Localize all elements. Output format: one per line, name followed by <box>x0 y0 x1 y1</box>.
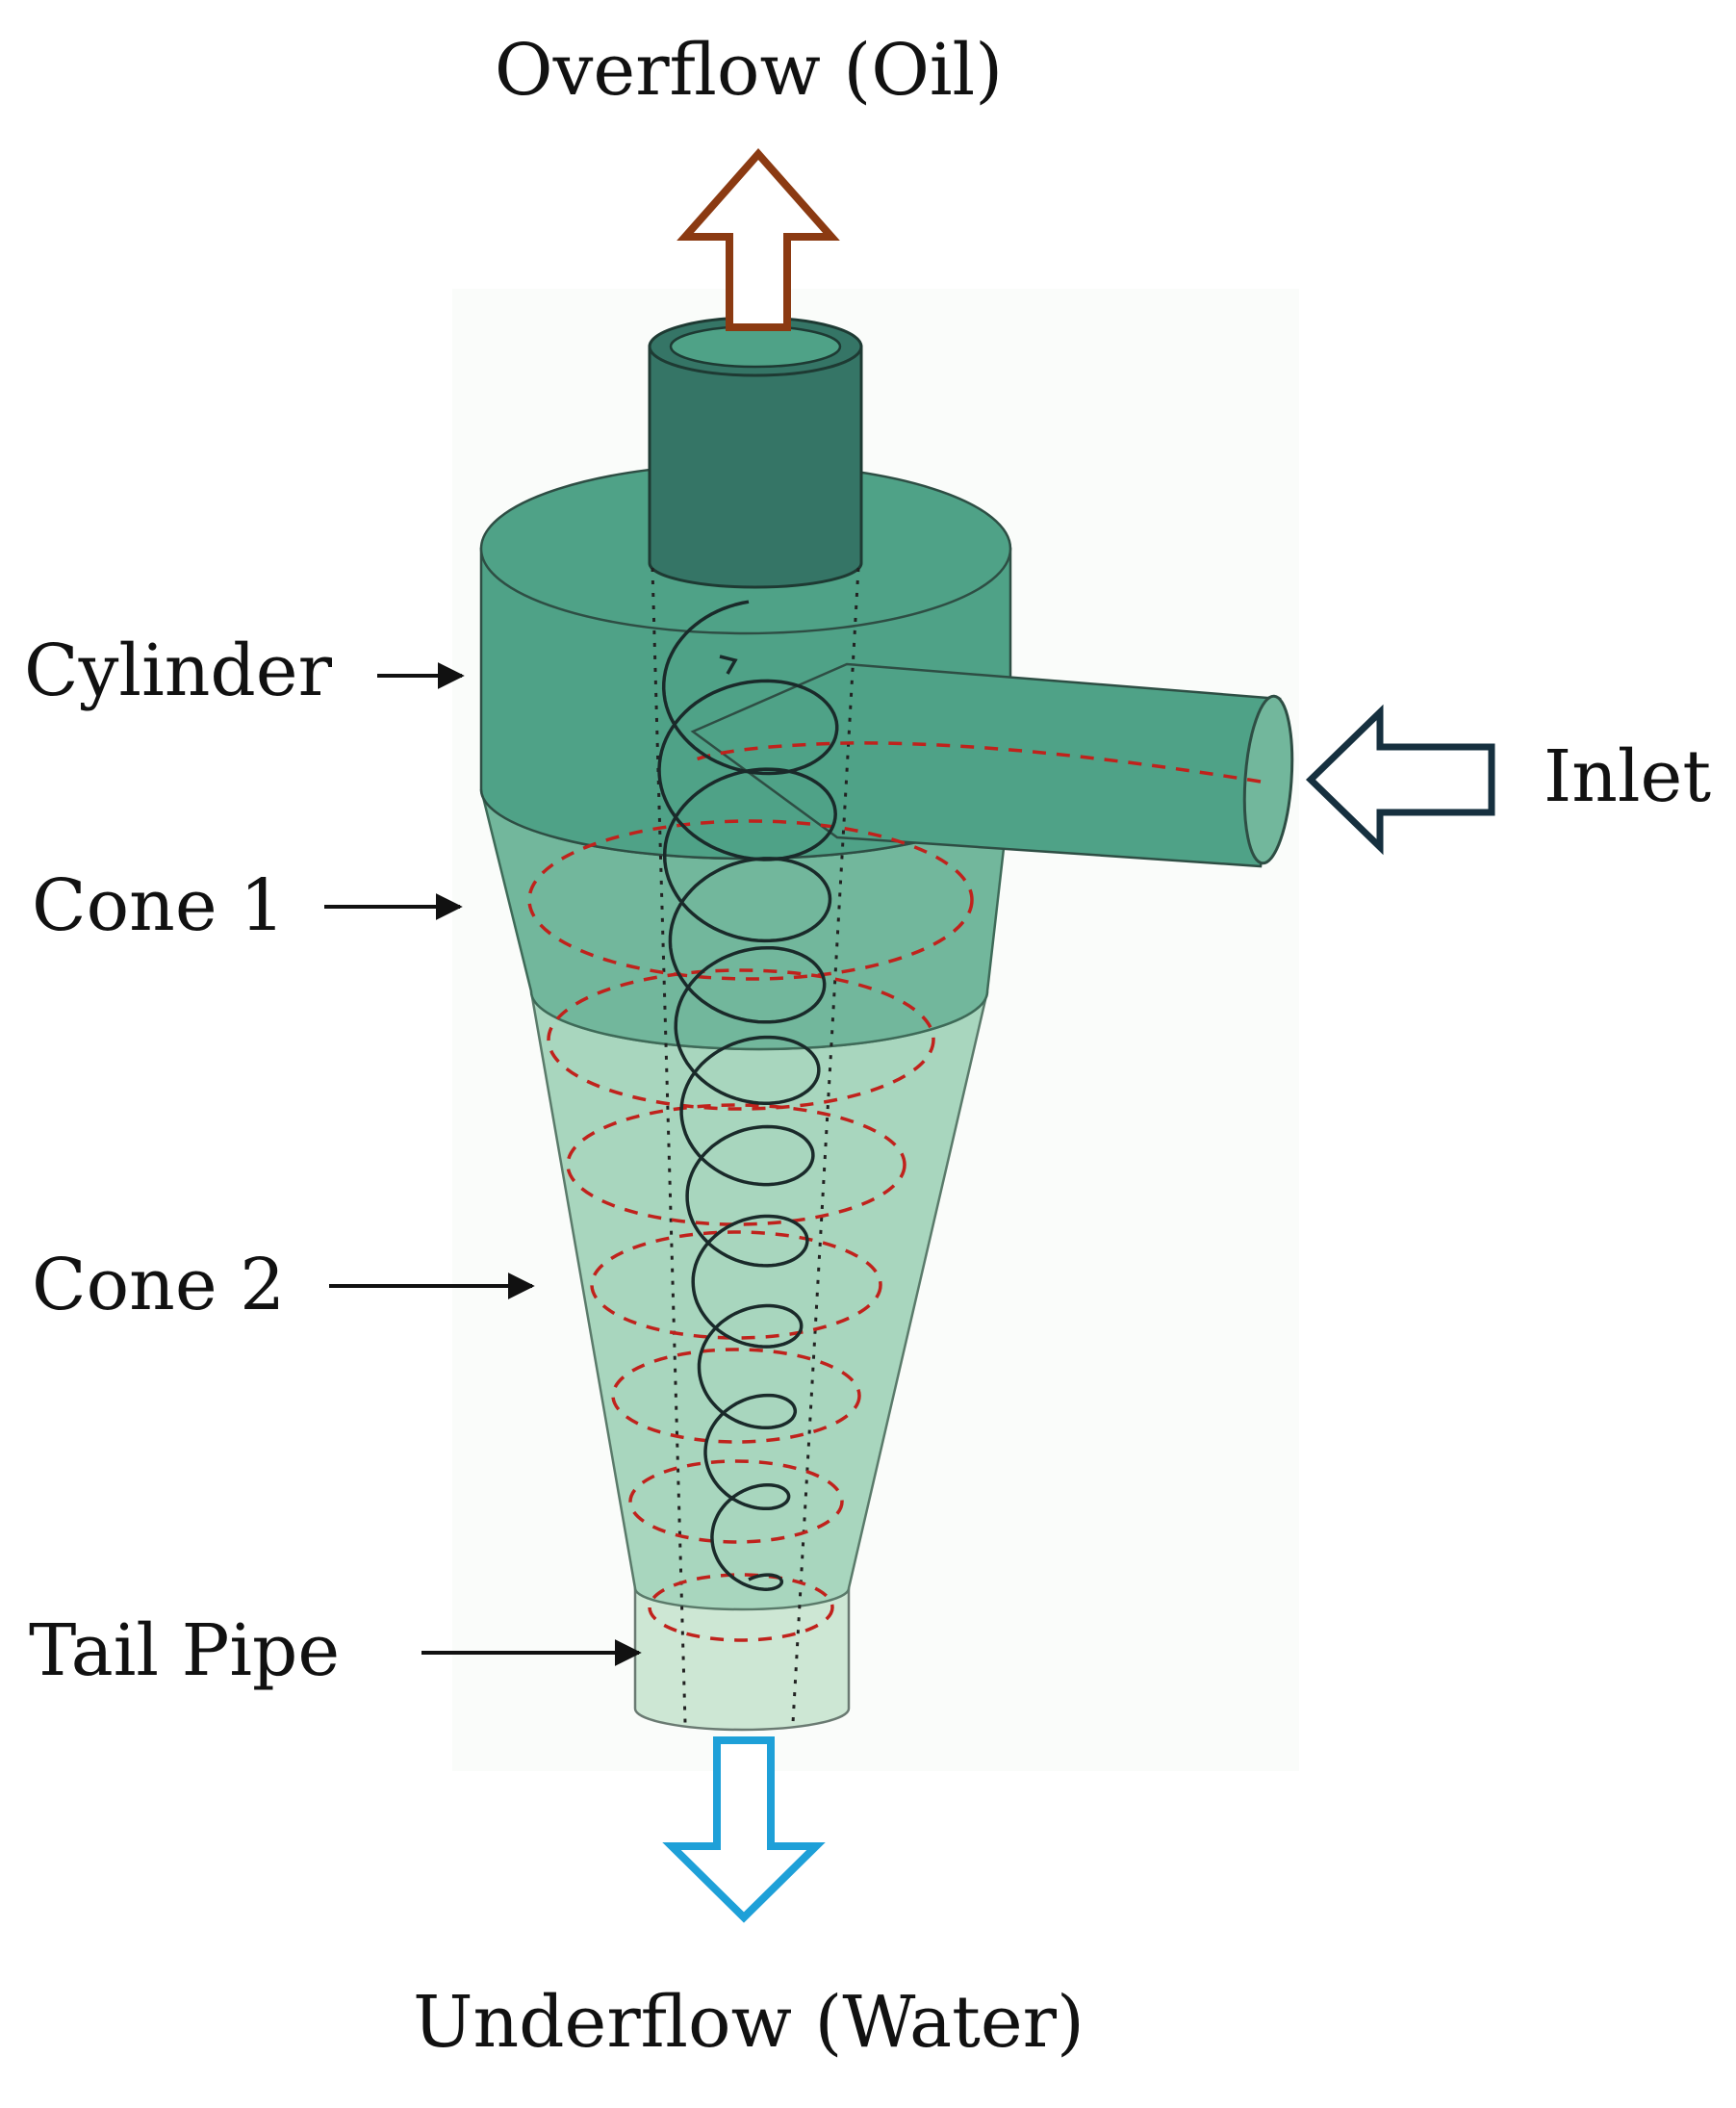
cone-1-label: Cone 1 <box>32 864 285 947</box>
cone-2-label: Cone 2 <box>32 1244 285 1326</box>
vortex-finder-lines <box>651 567 860 1724</box>
outer-flow-ring <box>566 1103 906 1226</box>
arrow-down-outline-icon <box>662 1736 826 1923</box>
arrow-up-outline-icon <box>677 147 840 331</box>
overflow-label: Overflow (Oil) <box>495 29 1003 112</box>
outer-flow-ring <box>611 1348 861 1444</box>
outer-flow-ring <box>527 819 974 981</box>
outer-flow-ring <box>547 968 935 1111</box>
inlet-pipe <box>690 662 1294 868</box>
inlet-label: Inlet <box>1544 735 1711 818</box>
outer-flow-ring <box>628 1459 844 1544</box>
outer-flow-ring <box>648 1573 834 1642</box>
underflow-label: Underflow (Water) <box>413 1981 1085 2064</box>
outer-flow-ring <box>590 1230 882 1340</box>
overflow-pipe <box>648 316 863 589</box>
inlet-flow-line <box>692 741 1262 784</box>
tail-pipe-label: Tail Pipe <box>29 1609 340 1692</box>
pointer-arrows <box>324 662 642 1666</box>
arrow-left-outline-icon <box>1305 704 1495 856</box>
cylinder-label: Cylinder <box>24 630 333 712</box>
outer-spiral-flow <box>527 741 1262 1642</box>
inner-spiral-flow <box>657 600 839 1591</box>
inner-flow-arrowhead <box>719 655 738 675</box>
